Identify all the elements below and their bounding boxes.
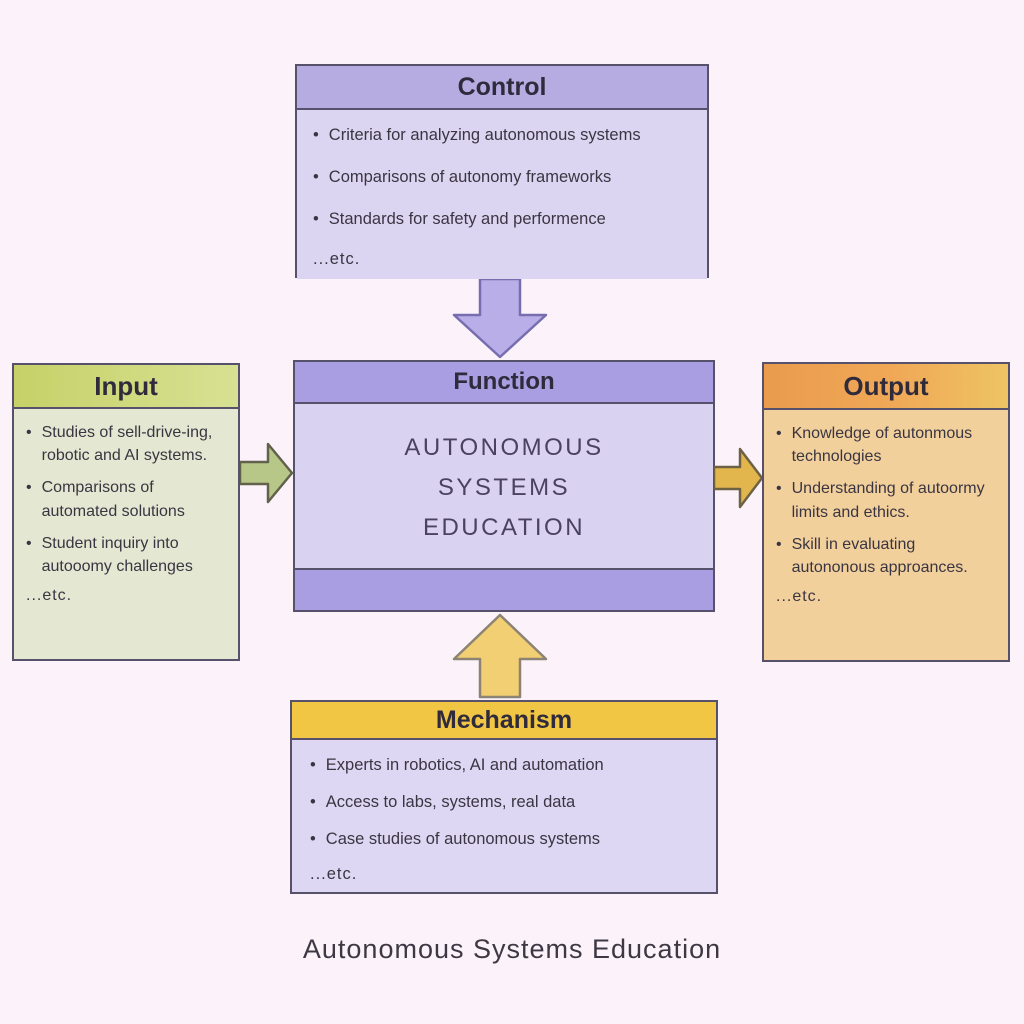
function-line-1: AUTONOMOUS [404, 434, 604, 461]
function-title: Function [453, 368, 555, 395]
input-title: Input [94, 370, 158, 401]
bullet-dot-icon: • [313, 167, 319, 186]
bullet-dot-icon: • [313, 209, 319, 228]
mechanism-bullet-1: • Experts in robotics, AI and automation [310, 754, 700, 778]
output-bullet-1-text: Knowledge of autonmous technologies [791, 425, 973, 466]
mechanism-box: Mechanism • Experts in robotics, AI and … [290, 700, 718, 894]
function-line-3: EDUCATION [422, 514, 586, 541]
mechanism-bullet-2: • Access to labs, systems, real data [310, 791, 700, 815]
control-title: Control [457, 72, 547, 101]
output-title: Output [843, 370, 929, 401]
output-box: Output • Knowledge of autonmous technolo… [762, 362, 1010, 662]
bullet-dot-icon: • [776, 425, 782, 442]
mechanism-title: Mechanism [435, 705, 573, 734]
input-etc: ...etc. [26, 587, 73, 605]
output-bullet-2-text: Understanding of autoormy limits and eth… [791, 480, 985, 521]
input-header: Input [14, 365, 238, 409]
mechanism-etc: ...etc. [310, 864, 358, 883]
bullet-dot-icon: • [26, 424, 32, 441]
control-body: • Criteria for analyzing autonomous syst… [297, 110, 707, 279]
function-footer-band [295, 570, 713, 610]
mechanism-to-function-arrow-icon [452, 613, 548, 699]
output-header: Output [764, 364, 1008, 410]
control-bullet-1: • Criteria for analyzing autonomous syst… [313, 124, 691, 148]
input-body: • Studies of sell-drive-ing, robotic and… [14, 409, 238, 659]
control-bullet-2-text: Comparisons of autonomy frameworks [328, 167, 612, 186]
mechanism-bullet-3-text: Case studies of autonomous systems [325, 829, 600, 848]
output-bullet-1: • Knowledge of autonmous technologies [776, 422, 1000, 468]
bullet-dot-icon: • [26, 534, 32, 552]
bullet-dot-icon: • [313, 126, 319, 144]
input-bullet-2: • Comparisons of automated solutions [26, 476, 228, 522]
function-body: AUTONOMOUS SYSTEMS EDUCATION [295, 404, 713, 570]
mechanism-header: Mechanism [292, 702, 716, 740]
control-bullet-2: • Comparisons of autonomy frameworks [313, 166, 691, 190]
output-body: • Knowledge of autonmous technologies • … [764, 410, 1008, 660]
output-bullet-3: • Skill in evaluating autononous approan… [776, 533, 1000, 579]
function-header: Function [295, 362, 713, 404]
control-header: Control [297, 66, 707, 110]
mechanism-bullet-2-text: Access to labs, systems, real data [325, 792, 576, 811]
control-etc: ...etc. [313, 249, 361, 268]
output-etc: ...etc. [776, 588, 823, 606]
input-to-function-arrow-icon [240, 442, 294, 504]
input-bullet-3-text: Student inquiry into autooomy challenges [41, 534, 193, 575]
bullet-dot-icon: • [26, 479, 32, 497]
control-bullet-1-text: Criteria for analyzing autonomous system… [328, 126, 641, 144]
function-line-2: SYSTEMS [437, 474, 571, 501]
output-bullet-3-text: Skill in evaluating autononous approance… [791, 535, 968, 576]
bullet-dot-icon: • [776, 535, 782, 553]
function-to-output-arrow-icon [714, 447, 764, 509]
control-bullet-3-text: Standards for safety and performence [328, 209, 606, 228]
mechanism-body: • Experts in robotics, AI and automation… [292, 740, 716, 892]
mechanism-bullet-1-text: Experts in robotics, AI and automation [325, 756, 604, 774]
input-box: Input • Studies of sell-drive-ing, robot… [12, 363, 240, 661]
mechanism-bullet-3: • Case studies of autonomous systems [310, 828, 700, 852]
input-bullet-3: • Student inquiry into autooomy challeng… [26, 532, 228, 578]
input-bullet-1: • Studies of sell-drive-ing, robotic and… [26, 421, 228, 467]
control-to-function-arrow-icon [452, 279, 548, 359]
bullet-dot-icon: • [310, 829, 316, 848]
bullet-dot-icon: • [776, 480, 782, 498]
control-bullet-3: • Standards for safety and performence [313, 208, 691, 232]
control-box: Control • Criteria for analyzing autonom… [295, 64, 709, 279]
input-bullet-2-text: Comparisons of automated solutions [41, 479, 185, 520]
output-bullet-2: • Understanding of autoormy limits and e… [776, 477, 1000, 523]
function-box: Function AUTONOMOUS SYSTEMS EDUCATION [293, 360, 715, 612]
bullet-dot-icon: • [310, 792, 316, 811]
input-bullet-1-text: Studies of sell-drive-ing, robotic and A… [41, 424, 213, 465]
bullet-dot-icon: • [310, 756, 316, 774]
diagram-caption: Autonomous Systems Education [302, 934, 722, 964]
